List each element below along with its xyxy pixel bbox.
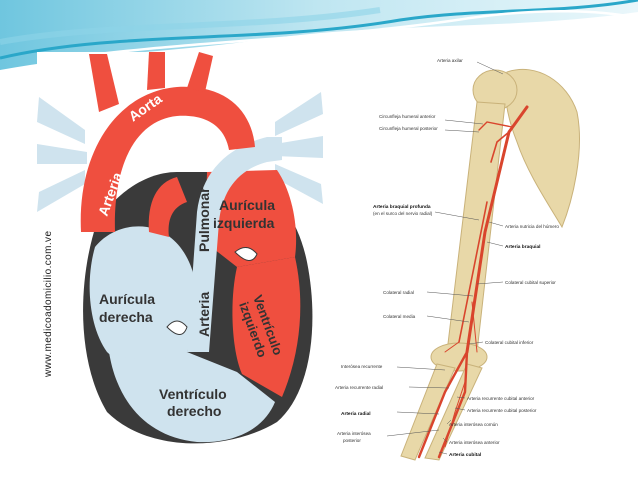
leader-lines bbox=[386, 61, 504, 455]
label-arteria-radial: Arteria radial bbox=[341, 411, 371, 417]
label-interosea-recurrente: Interósea recurrente bbox=[341, 364, 383, 369]
ulna bbox=[424, 363, 483, 461]
aorta-root bbox=[148, 177, 187, 237]
label-ventriculo-derecho-1: Ventrículo bbox=[159, 386, 227, 402]
label-recurrente-radial: Arteria recurrente radial bbox=[335, 385, 383, 390]
left-atrium bbox=[205, 170, 297, 267]
label-auricula-derecha-2: derecha bbox=[99, 309, 153, 325]
label-braquial-profunda-1: Arteria braquial profunda bbox=[373, 204, 431, 210]
label-colateral-radial: Colateral radial bbox=[383, 290, 414, 295]
tricuspid-valve bbox=[166, 320, 188, 335]
label-nutricia-humero: Arteria nutricia del húmero bbox=[505, 224, 559, 229]
label-pulmonar: Pulmonar bbox=[196, 187, 212, 252]
mitral-valve bbox=[234, 247, 258, 261]
label-arteria-braquial: Arteria braquial bbox=[505, 244, 540, 250]
label-arteria-cubital: Arteria cubital bbox=[449, 452, 481, 458]
label-colateral-media: Colateral media bbox=[383, 314, 416, 319]
label-braquial-profunda-2: (en el surco del nervio radial) bbox=[373, 211, 433, 216]
label-interosea-posterior-2: posterior bbox=[343, 438, 361, 443]
label-arteria-pulmonar-1: Arteria bbox=[196, 292, 212, 337]
label-recurrente-cubital-posterior: Arteria recurrente cubital posterior bbox=[467, 408, 537, 413]
arm-illustration: Arteria axilar Circunfleja humeral anter… bbox=[335, 58, 580, 461]
arm-arteries-diagram: Arteria axilar Circunfleja humeral anter… bbox=[327, 52, 591, 462]
label-circunflexa-posterior: Circunfleja humeral posterior bbox=[379, 126, 438, 131]
label-auricula-izquierda-1: Aurícula bbox=[219, 197, 275, 213]
label-interosea-comun: Arteria interósea común bbox=[449, 422, 498, 427]
label-auricula-derecha-1: Aurícula bbox=[99, 291, 155, 307]
label-ventriculo-derecho-2: derecho bbox=[167, 403, 221, 419]
right-atrium bbox=[89, 226, 197, 367]
pulmonary-veins-left bbox=[37, 97, 87, 212]
label-colateral-cubital-inferior: Colateral cubital inferior bbox=[485, 340, 534, 345]
heart-illustration: www.medicoadomicilio.com.ve Arteria Aort… bbox=[37, 52, 323, 444]
heart-diagram: www.medicoadomicilio.com.ve Arteria Aort… bbox=[37, 52, 323, 455]
elbow bbox=[430, 342, 488, 372]
label-colateral-cubital-superior: Colateral cubital superior bbox=[505, 280, 556, 285]
pulmonary-veins-right bbox=[275, 92, 323, 204]
label-interosea-anterior: Arteria interósea anterior bbox=[449, 440, 500, 445]
label-recurrente-cubital-anterior: Arteria recurrente cubital anterior bbox=[467, 396, 535, 401]
pulmonary-artery bbox=[187, 137, 282, 352]
label-arteria-axilar: Arteria axilar bbox=[437, 58, 463, 63]
arteries bbox=[417, 105, 529, 459]
label-interosea-posterior-1: Arteria interósea bbox=[337, 431, 371, 436]
label-auricula-izquierda-2: izquierda bbox=[213, 215, 275, 231]
label-circunflexa-anterior: Circunfleja humeral anterior bbox=[379, 114, 436, 119]
watermark: www.medicoadomicilio.com.ve bbox=[43, 231, 54, 378]
humerus bbox=[446, 101, 506, 353]
left-ventricle bbox=[232, 257, 301, 397]
aortic-arch bbox=[80, 86, 255, 232]
aortic-branches bbox=[89, 52, 213, 112]
right-ventricle bbox=[109, 352, 275, 443]
